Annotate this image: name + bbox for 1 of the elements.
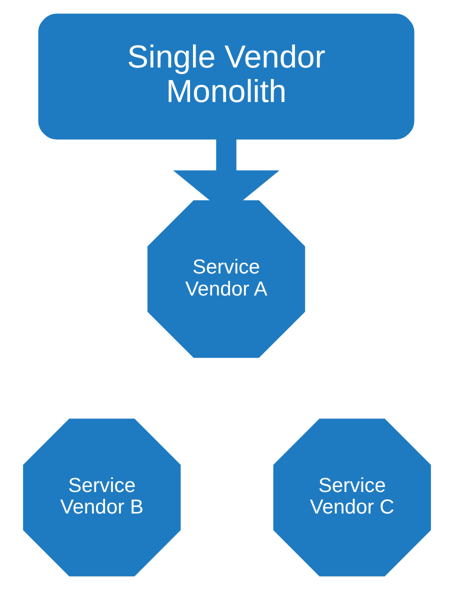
node-box: Single Vendor Monolith [38, 14, 414, 140]
